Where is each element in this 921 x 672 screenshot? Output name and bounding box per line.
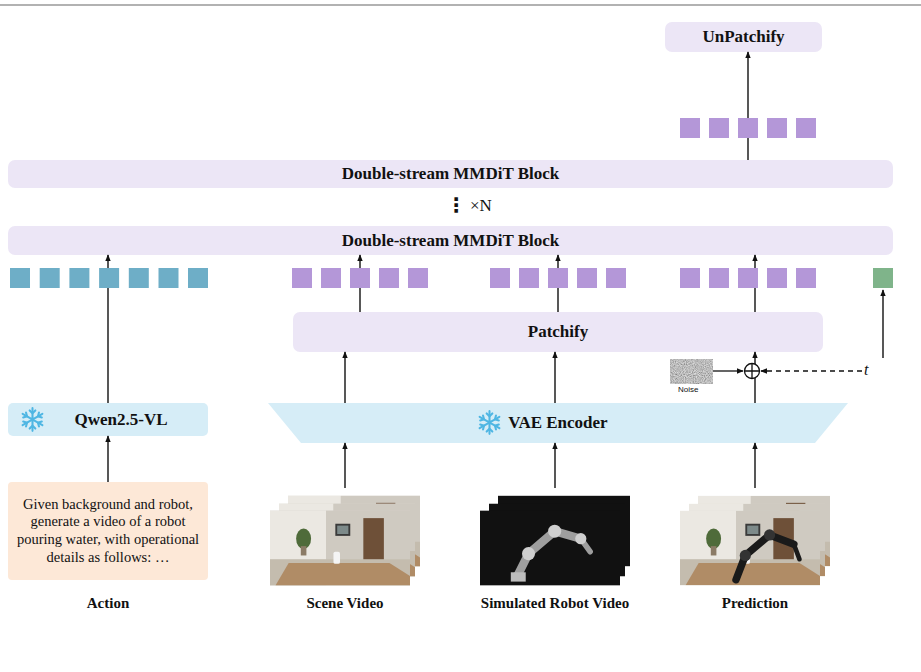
flow-arrow [747,52,748,160]
mmdit-block: Double-stream MMDiT Block [8,226,893,255]
timestep-dashed-arrow [761,370,862,371]
flow-arrow [344,352,345,403]
sum-symbol [745,364,760,379]
simulated-robot-frames [480,496,630,586]
box-label: UnPatchify [702,27,784,47]
prompt-box: Given background and robot, generate a v… [8,482,208,580]
mmdit-block: Double-stream MMDiT Block [8,160,893,188]
flow-arrow [554,443,555,488]
box-label: Patchify [528,322,588,342]
scene-video-frames [270,496,420,586]
box-label: Qwen2.5-VL [74,410,167,430]
box-label: Double-stream MMDiT Block [342,231,560,251]
timestep-arrow [882,290,883,358]
trapezoid-fill [268,403,848,443]
top-rule [0,4,921,5]
output-tokens [680,118,816,138]
prompt-text: Given background and robot, generate a v… [14,496,202,567]
flow-arrow [107,436,108,482]
box-label: VAE Encoder [508,413,607,433]
action-prompt: Given background and robot, generate a v… [8,482,208,612]
noise-image [670,359,713,384]
noise-arrow [713,370,743,371]
flow-arrow [554,352,555,403]
noise-label: Noise [678,385,698,394]
input-caption: Simulated Robot Video [422,595,688,612]
repeat-dots: ⋮ [446,193,466,217]
prediction-frames [680,496,830,586]
input-caption: Prediction [622,595,888,612]
repeat-count: ×N [470,196,492,216]
text-tokens [10,268,208,288]
timestep-label: t [864,361,868,379]
patchify-box: Patchify [293,312,823,352]
input-caption: Scene Video [212,595,478,612]
vae-encoder-trapezoid: VAE Encoder [268,403,848,443]
flow-arrow [754,443,755,488]
input-caption: Action [0,595,258,612]
timestep-token [873,268,893,288]
video-tokens [292,268,816,288]
flow-arrow [344,443,345,488]
box-label: Double-stream MMDiT Block [342,164,560,184]
unpatchify-box: UnPatchify [665,22,822,52]
text-encoder-box: Qwen2.5-VL [8,403,208,436]
